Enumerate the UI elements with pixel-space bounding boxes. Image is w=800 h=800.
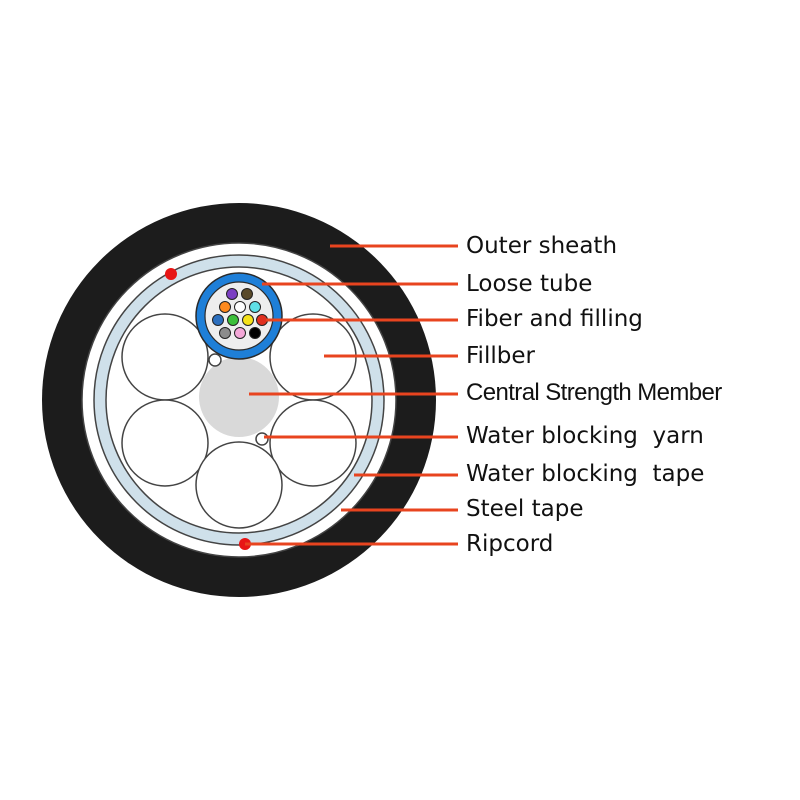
fiber — [234, 301, 246, 313]
fiber — [219, 301, 231, 313]
fiber — [234, 327, 246, 339]
water-blocking-yarn — [208, 353, 222, 367]
fiber — [249, 301, 261, 313]
label-outer-sheath: Outer sheath — [466, 233, 618, 259]
filler — [195, 441, 283, 529]
label-ripcord: Ripcord — [466, 531, 554, 557]
label-central-strength-member: Central Strength Member — [466, 379, 722, 406]
central-strength-member — [199, 357, 279, 437]
label-filler: Fillber — [466, 343, 535, 369]
fiber — [249, 327, 261, 339]
label-water-blocking-tape: Water blocking tape — [466, 461, 705, 487]
water-blocking-yarn — [255, 432, 269, 446]
filler — [269, 399, 357, 487]
fiber — [241, 288, 253, 300]
fiber — [226, 288, 238, 300]
ripcord — [165, 268, 177, 280]
fiber — [242, 314, 254, 326]
fiber — [256, 314, 268, 326]
filler — [121, 399, 209, 487]
fiber — [212, 314, 224, 326]
label-steel-tape: Steel tape — [466, 496, 584, 522]
fiber — [227, 314, 239, 326]
label-water-blocking-yarn: Water blocking yarn — [466, 423, 704, 449]
fiber — [219, 327, 231, 339]
fiber-bundle — [212, 288, 268, 339]
label-fiber-and-filling: Fiber and filling — [466, 306, 643, 332]
label-loose-tube: Loose tube — [466, 271, 593, 297]
filler — [121, 313, 209, 401]
